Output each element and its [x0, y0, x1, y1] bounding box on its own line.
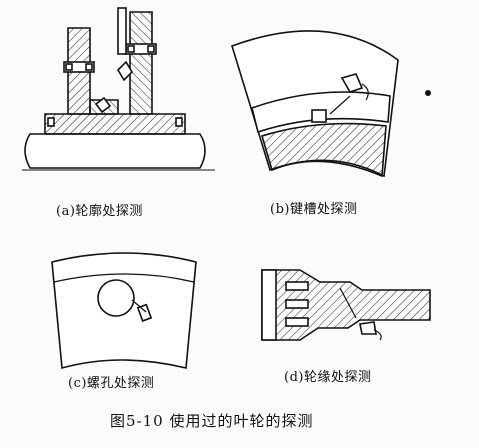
diagram-d-rim [261, 269, 431, 341]
diagram-b-keyway [231, 30, 399, 178]
probe-d [359, 321, 377, 335]
caption-d: (d)轮缘处探测 [284, 370, 372, 385]
diagram-a-profile [22, 7, 215, 171]
figure-title: 图5-10 使用过的叶轮的探测 [110, 412, 314, 430]
bolt-hole [97, 279, 135, 317]
hub [44, 113, 186, 135]
caption-a: (a)轮廓处探测 [56, 204, 143, 219]
slot-1 [285, 281, 309, 291]
slot-2 [285, 299, 309, 309]
shaft [24, 133, 206, 169]
caption-c: (c)螺孔处探测 [68, 376, 155, 391]
slot-3 [285, 317, 309, 327]
probe-a1 [116, 60, 134, 82]
right-blade [129, 11, 153, 115]
ink-dot [425, 90, 431, 96]
caption-b: (b)键槽处探测 [270, 202, 358, 217]
probe-a2 [94, 96, 112, 114]
probe-b [340, 73, 364, 93]
diagram-c-bolt-hole [51, 252, 197, 370]
probe-c [136, 303, 153, 322]
keyway [311, 109, 327, 123]
hub-hatched [261, 122, 387, 178]
